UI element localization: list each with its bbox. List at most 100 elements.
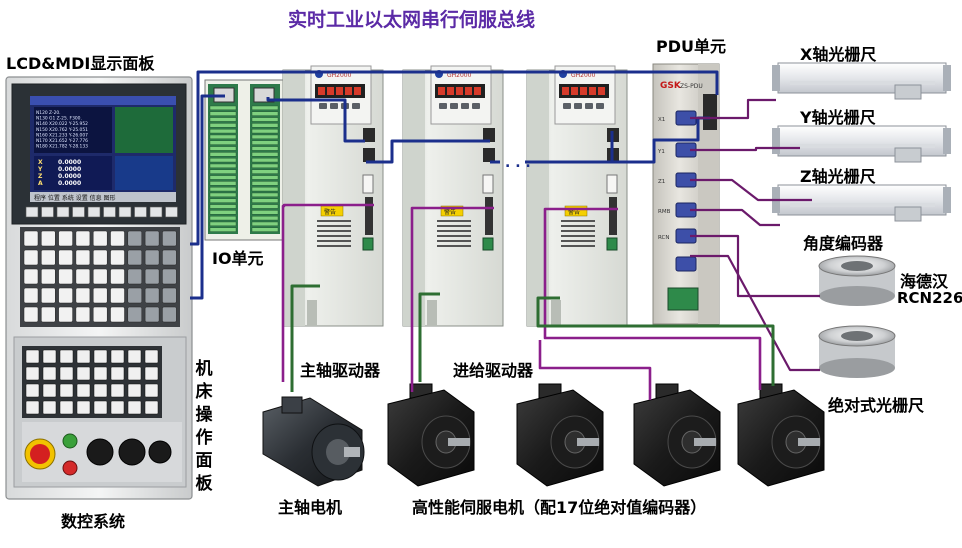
operation-key[interactable] [25, 400, 40, 415]
operation-key[interactable] [144, 383, 159, 398]
mdi-key[interactable] [41, 268, 56, 285]
operation-key[interactable] [42, 349, 57, 364]
mdi-key[interactable] [23, 249, 39, 266]
encoder-feedback-cables [281, 203, 762, 400]
mdi-key[interactable] [144, 230, 160, 247]
operation-key[interactable] [110, 349, 125, 364]
operation-key[interactable] [76, 349, 91, 364]
driver-warning-label: 警告 [568, 208, 580, 216]
mdi-key[interactable] [127, 306, 143, 323]
operation-key[interactable] [59, 383, 74, 398]
mdi-key[interactable] [75, 306, 91, 323]
mdi-key[interactable] [144, 287, 160, 304]
mdi-key[interactable] [23, 268, 39, 285]
operation-key[interactable] [144, 366, 159, 381]
operation-key[interactable] [25, 383, 40, 398]
mdi-key[interactable] [110, 249, 125, 266]
io-terminal [209, 146, 237, 151]
mdi-key[interactable] [92, 230, 108, 247]
operation-key[interactable] [25, 349, 40, 364]
servo-motor-2 [516, 383, 604, 487]
mdi-key[interactable] [23, 306, 39, 323]
softkey-button[interactable] [56, 206, 70, 218]
softkey-button[interactable] [72, 206, 85, 218]
io-terminal [209, 111, 237, 116]
mdi-key[interactable] [144, 249, 160, 266]
operation-key[interactable] [76, 366, 91, 381]
mdi-key[interactable] [58, 268, 73, 285]
mdi-key[interactable] [162, 287, 177, 304]
mdi-key[interactable] [162, 230, 177, 247]
mdi-key[interactable] [110, 230, 125, 247]
softkey-button[interactable] [118, 206, 132, 218]
mdi-key[interactable] [110, 287, 125, 304]
cnc-controller: N120 Z-20.N130 G1 Z-25. F300.N140 X20.02… [5, 76, 193, 500]
mdi-key[interactable] [58, 249, 73, 266]
operation-key[interactable] [127, 366, 142, 381]
operation-key[interactable] [59, 366, 74, 381]
softkey-button[interactable] [103, 206, 116, 218]
operation-key[interactable] [59, 400, 74, 415]
mdi-key[interactable] [58, 230, 73, 247]
operation-key[interactable] [42, 366, 57, 381]
mdi-key[interactable] [75, 287, 91, 304]
mdi-key[interactable] [127, 287, 143, 304]
mdi-key[interactable] [41, 230, 56, 247]
operation-key[interactable] [110, 383, 125, 398]
mdi-key[interactable] [92, 268, 108, 285]
operation-key[interactable] [42, 383, 57, 398]
operation-key[interactable] [93, 366, 108, 381]
mdi-key[interactable] [92, 306, 108, 323]
feed-hold-button[interactable] [62, 460, 78, 476]
cycle-start-button[interactable] [62, 433, 78, 449]
mdi-key[interactable] [127, 230, 143, 247]
mdi-key[interactable] [110, 306, 125, 323]
mdi-key[interactable] [75, 230, 91, 247]
operation-key[interactable] [25, 366, 40, 381]
mdi-key[interactable] [75, 268, 91, 285]
mdi-key[interactable] [162, 306, 177, 323]
softkey-button[interactable] [41, 206, 54, 218]
mdi-key[interactable] [41, 287, 56, 304]
mdi-key[interactable] [162, 268, 177, 285]
mdi-key[interactable] [162, 249, 177, 266]
mdi-key[interactable] [127, 249, 143, 266]
softkey-button[interactable] [87, 206, 101, 218]
operation-key[interactable] [59, 349, 74, 364]
io-terminal [251, 204, 279, 209]
operation-key[interactable] [127, 400, 142, 415]
operation-key[interactable] [144, 349, 159, 364]
mdi-key[interactable] [75, 249, 91, 266]
screen-line: N160 X21.233 Y-26.007 [36, 132, 88, 138]
spindle-override-knob[interactable] [118, 438, 146, 466]
operation-key[interactable] [42, 400, 57, 415]
operation-key[interactable] [93, 349, 108, 364]
mdi-key[interactable] [58, 306, 73, 323]
mdi-key[interactable] [58, 287, 73, 304]
mdi-key[interactable] [110, 268, 125, 285]
feed-override-knob[interactable] [86, 438, 114, 466]
mdi-key[interactable] [92, 287, 108, 304]
mdi-key[interactable] [144, 268, 160, 285]
operation-key[interactable] [110, 400, 125, 415]
operation-key[interactable] [127, 383, 142, 398]
mdi-key[interactable] [144, 306, 160, 323]
mdi-key[interactable] [127, 268, 143, 285]
operation-key[interactable] [144, 400, 159, 415]
mdi-key[interactable] [23, 230, 39, 247]
screen-line: N180 X21.782 Y-28.133 [36, 144, 88, 150]
softkey-button[interactable] [165, 206, 178, 218]
softkey-button[interactable] [25, 206, 39, 218]
operation-key[interactable] [93, 400, 108, 415]
operation-key[interactable] [127, 349, 142, 364]
operation-key[interactable] [76, 383, 91, 398]
operation-key[interactable] [110, 366, 125, 381]
mdi-key[interactable] [41, 249, 56, 266]
operation-key[interactable] [76, 400, 91, 415]
operation-key[interactable] [93, 383, 108, 398]
softkey-button[interactable] [134, 206, 147, 218]
softkey-button[interactable] [149, 206, 163, 218]
mdi-key[interactable] [41, 306, 56, 323]
mdi-key[interactable] [92, 249, 108, 266]
mdi-key[interactable] [23, 287, 39, 304]
